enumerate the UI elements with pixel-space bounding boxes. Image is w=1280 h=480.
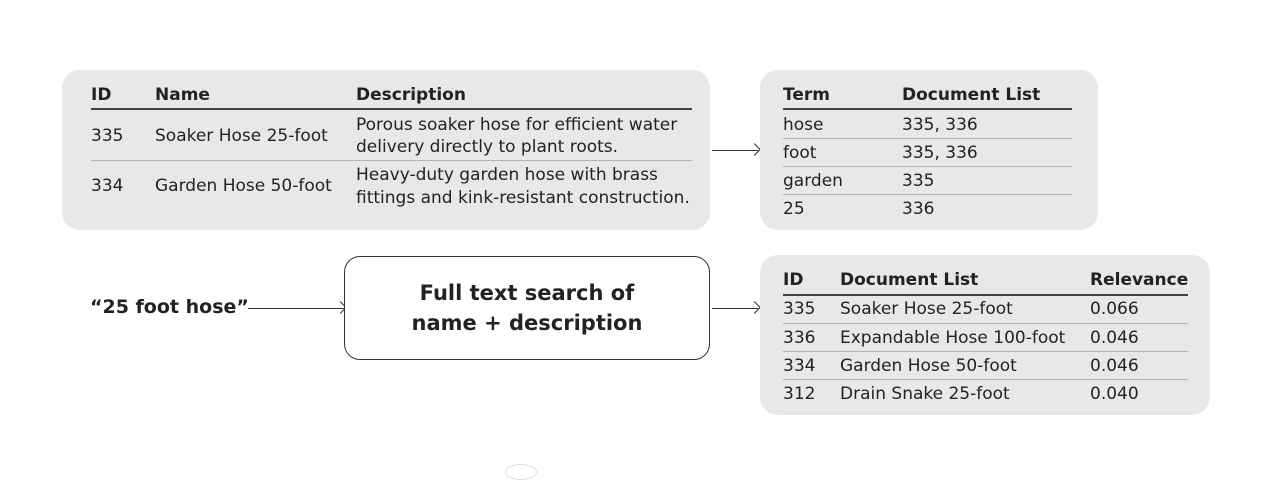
result-relevance: 0.046 [1090,356,1139,376]
product-name: Garden Hose 50-foot [155,176,332,196]
result-id: 335 [783,299,816,319]
product-id: 335 [91,126,124,146]
product-description-line: Heavy-duty garden hose with brass [356,165,658,185]
arrow-head-icon [748,143,761,156]
index-docs: 335, 336 [902,143,978,163]
header-relevance: Relevance [1090,270,1189,290]
product-description-line: fittings and kink-resistant construction… [356,188,690,208]
index-arrow [712,143,761,156]
process-label-line: Full text search of [419,281,635,305]
results-arrow [712,301,761,314]
index-term: 25 [783,199,805,219]
bottom-edge-shape [505,464,537,480]
full-text-search-box: Full text search of name + description [344,256,710,360]
result-id: 312 [783,384,816,404]
product-description-line: delivery directly to plant roots. [356,137,619,157]
row-divider [783,194,1072,195]
index-docs: 336 [902,199,935,219]
index-docs: 335, 336 [902,115,978,135]
row-divider [783,138,1072,139]
row-divider [783,351,1188,352]
arrow-head-icon [748,301,761,314]
header-id: ID [783,270,804,290]
header-document-list: Document List [840,270,979,290]
result-relevance: 0.066 [1090,299,1139,319]
result-id: 336 [783,328,816,348]
index-docs: 335 [902,171,935,191]
result-document: Drain Snake 25-foot [840,384,1010,404]
result-document: Expandable Hose 100-foot [840,328,1066,348]
process-label-line: name + description [411,311,643,335]
result-relevance: 0.040 [1090,384,1139,404]
header-name: Name [155,85,210,105]
results-table-panel: ID Document List Relevance 335 Soaker Ho… [760,255,1210,415]
row-divider [91,160,692,161]
header-description: Description [356,85,466,105]
query-text: “25 foot hose” [90,296,249,318]
header-rule [783,108,1072,110]
product-description-line: Porous soaker hose for efficient water [356,115,678,135]
index-term: foot [783,143,817,163]
header-term: Term [783,85,830,105]
row-divider [783,166,1072,167]
header-rule [783,294,1188,296]
header-id: ID [91,85,112,105]
header-document-list: Document List [902,85,1041,105]
header-rule [91,108,692,110]
result-relevance: 0.046 [1090,328,1139,348]
result-id: 334 [783,356,816,376]
index-table-panel: Term Document List hose 335, 336 foot 33… [760,70,1098,230]
index-term: garden [783,171,843,191]
query-arrow [248,301,347,314]
result-document: Soaker Hose 25-foot [840,299,1013,319]
row-divider [783,379,1188,380]
product-id: 334 [91,176,124,196]
row-divider [783,323,1188,324]
index-term: hose [783,115,824,135]
product-name: Soaker Hose 25-foot [155,126,328,146]
result-document: Garden Hose 50-foot [840,356,1017,376]
products-table-panel: ID Name Description 335 Soaker Hose 25-f… [62,70,710,230]
